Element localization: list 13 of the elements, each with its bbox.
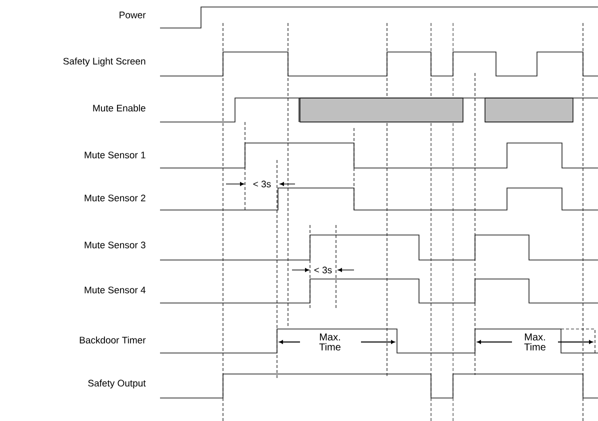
signal-label: Mute Sensor 1: [84, 152, 146, 158]
signal-label: Mute Sensor 4: [84, 286, 146, 294]
signal-label: Mute Enable: [93, 104, 146, 112]
time-label: < 3s: [314, 266, 332, 274]
signal-label: Power: [120, 12, 146, 18]
time-label: < 3s: [253, 180, 271, 188]
time-label: Max. Time: [524, 334, 546, 350]
signal-label: Safety Light Screen: [63, 58, 146, 66]
signal-label: Mute Sensor 3: [84, 242, 146, 248]
signal-label: Mute Sensor 2: [84, 194, 146, 202]
signal-label: Backdoor Timer: [80, 336, 146, 344]
signal-label: Safety Output: [88, 380, 146, 388]
time-label: Max. Time: [319, 334, 340, 350]
